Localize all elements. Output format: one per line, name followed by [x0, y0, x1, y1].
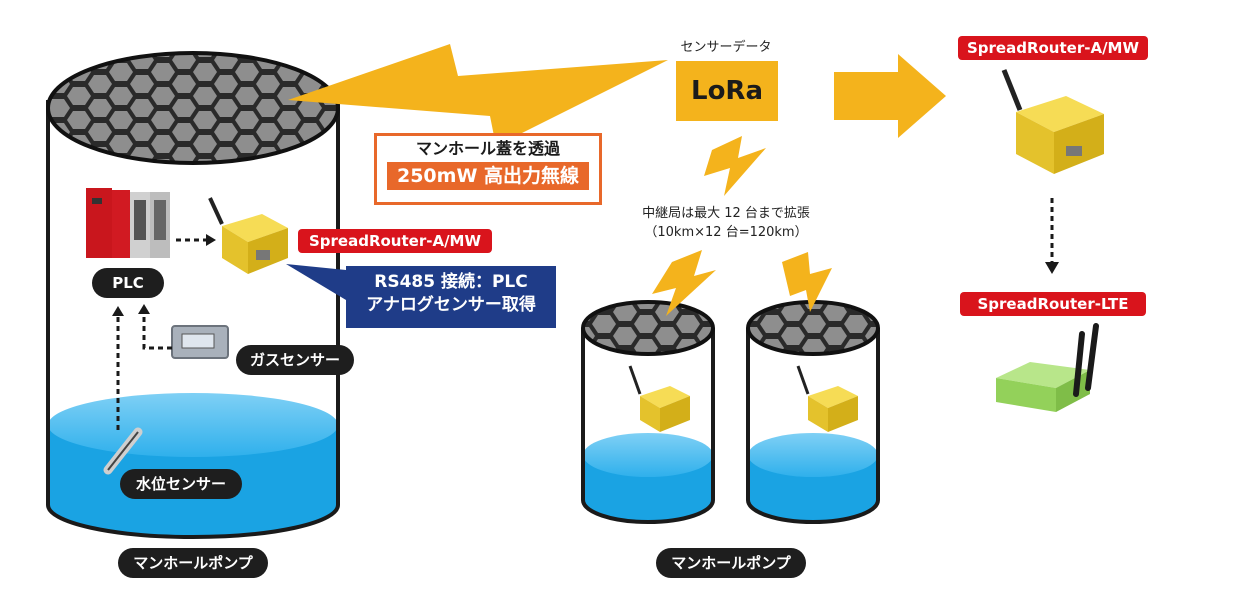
lightning-bolt-icon	[652, 250, 716, 316]
antenna-icon	[208, 197, 224, 225]
relay-note: 中継局は最大 12 台まで拡張 （10km×12 台=120km）	[636, 204, 816, 242]
manhole-cover	[46, 51, 340, 165]
plc-device-icon	[86, 188, 170, 258]
penetration-callout-line2: 250mW 高出力無線	[386, 162, 590, 190]
relay-note-line2: （10km×12 台=120km）	[644, 225, 808, 240]
lte-router-label: SpreadRouter-LTE	[960, 292, 1146, 316]
relay-note-line1: 中継局は最大 12 台まで拡張	[642, 206, 810, 221]
rs485-callout-pointer	[286, 264, 346, 300]
lora-box: LoRa	[676, 61, 778, 121]
water-sensor-label: 水位センサー	[120, 469, 242, 499]
lightning-bolt-icon	[704, 136, 766, 196]
lte-router-device	[996, 323, 1099, 412]
penetration-callout: マンホール蓋を透過 250mW 高出力無線	[374, 133, 602, 205]
left-router-device	[208, 197, 288, 274]
plc-to-router-arrow	[176, 234, 216, 246]
relay-manhole-2	[746, 300, 880, 524]
rs485-callout: RS485 接続：PLC アナログセンサー取得	[346, 266, 556, 328]
relay-manhole-1	[581, 300, 715, 524]
gas-sensor-icon	[171, 325, 229, 359]
right-router-label: SpreadRouter-A/MW	[958, 36, 1148, 60]
lightning-bolt-icon	[288, 44, 668, 146]
left-pump-caption: マンホールポンプ	[118, 548, 268, 578]
lora-caption: センサーデータ	[680, 40, 772, 55]
sensor-to-plc-lines	[112, 304, 172, 430]
penetration-callout-line1: マンホール蓋を透過	[415, 139, 560, 158]
plc-label: PLC	[92, 268, 164, 298]
antenna-icon	[1001, 69, 1023, 111]
water-surface	[48, 393, 338, 457]
gas-sensor-label: ガスセンサー	[236, 345, 354, 375]
relay-pump-caption: マンホールポンプ	[656, 548, 806, 578]
water-level-sensor-icon	[103, 427, 143, 475]
rs485-callout-line1: RS485 接続：PLC	[374, 272, 528, 292]
arrow-right-icon	[834, 54, 946, 138]
left-manhole-pump	[46, 51, 340, 539]
arrow-down-icon	[1045, 198, 1059, 274]
rs485-callout-line2: アナログセンサー取得	[366, 295, 536, 315]
antenna-icon	[1085, 323, 1099, 391]
right-router-device	[1001, 69, 1104, 174]
lightning-bolt-icon	[782, 252, 832, 312]
left-router-label: SpreadRouter-A/MW	[298, 229, 492, 253]
antenna-icon	[1073, 331, 1085, 397]
